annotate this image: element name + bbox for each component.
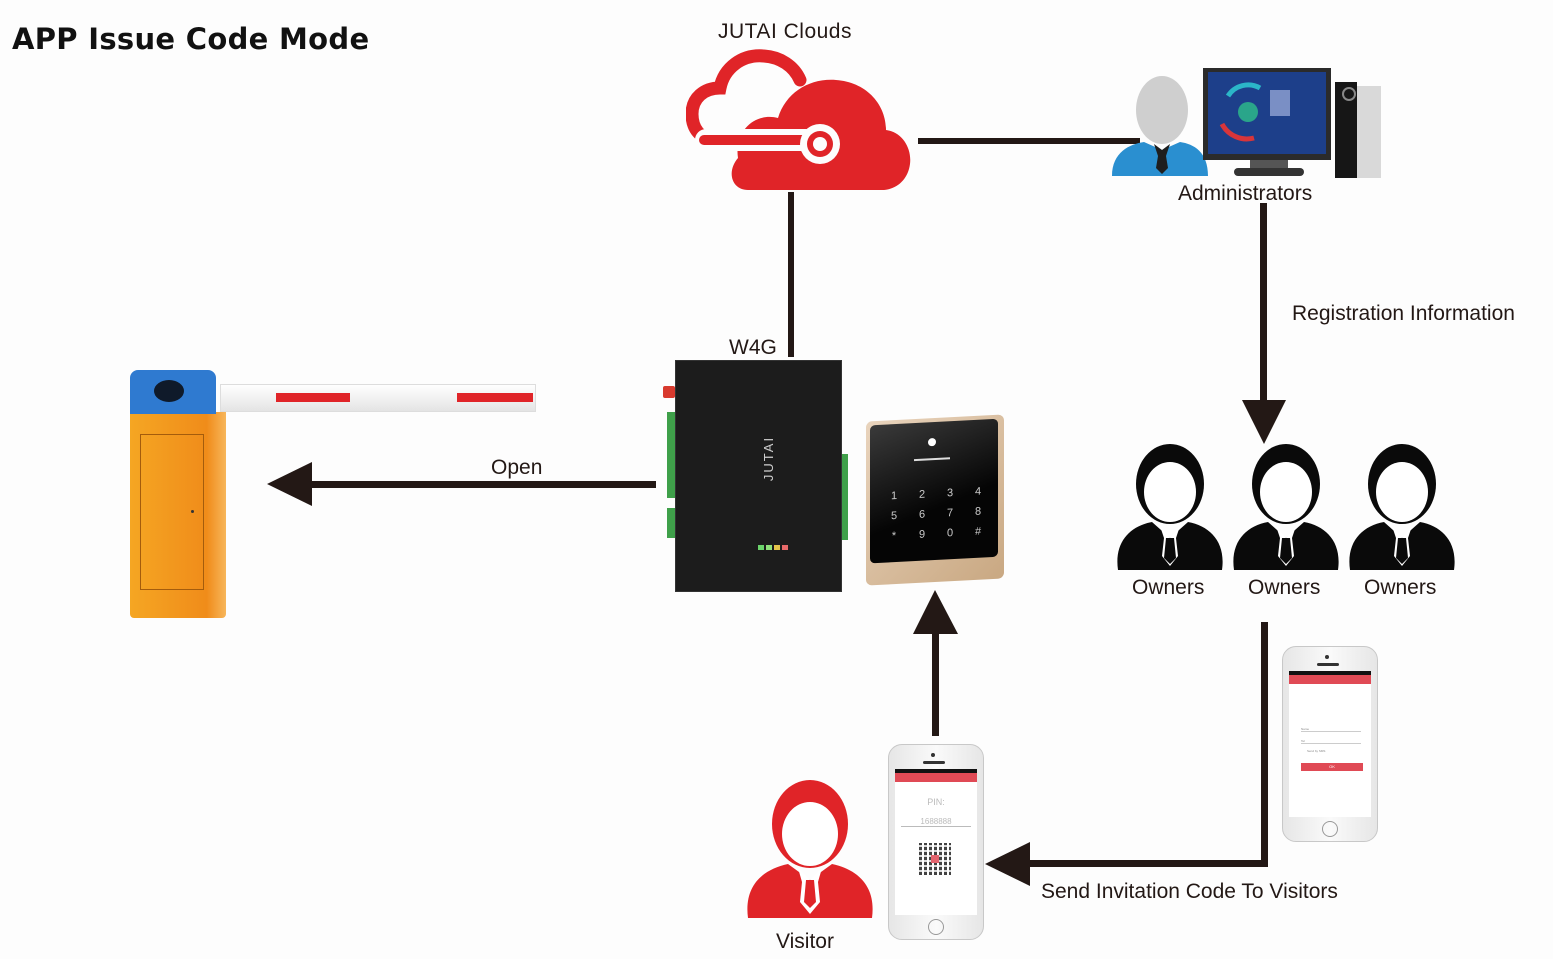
owner-person-icon [1349, 444, 1455, 570]
controller-board-icon: JUTAI [663, 360, 848, 592]
keypad-keys: 1 2 3 4 5 6 7 8 * 9 0 # [880, 485, 992, 543]
administrators-label: Administrators [1178, 182, 1313, 205]
visitor-to-keypad-arrow [913, 590, 958, 736]
owners-group: Owners Owners Owners [1112, 442, 1462, 612]
arm-stripe [276, 393, 350, 402]
phone-camera [931, 753, 935, 757]
terminal-block [838, 454, 848, 540]
phone-speaker [1317, 663, 1339, 666]
controller-label: W4G [729, 336, 777, 359]
card-swipe-line [914, 457, 950, 462]
phone-speaker [923, 761, 945, 764]
barrier-top [130, 370, 216, 414]
cloud-controller-line [788, 192, 794, 357]
owner-person-icon [1117, 444, 1223, 570]
keypad-key: 1 [890, 489, 898, 503]
home-button [1322, 821, 1338, 837]
open-label: Open [491, 456, 543, 479]
visitor-smartphone-icon: PIN: 1688888 [888, 744, 984, 940]
keypad-key: 8 [974, 505, 982, 518]
keypad-key: 4 [974, 485, 982, 498]
led-red [782, 545, 788, 550]
home-button [928, 919, 944, 935]
visitor-person-icon [747, 780, 873, 918]
owner-label: Owners [1248, 576, 1321, 599]
keypad-key: 7 [946, 507, 954, 520]
admin-computer-icon [1112, 68, 1381, 178]
owner-label: Owners [1364, 576, 1437, 599]
card-indicator-icon [928, 437, 936, 447]
keypad-key: 2 [918, 488, 926, 501]
door-lock [191, 510, 194, 513]
sms-checkbox: Send by SMS [1307, 749, 1326, 753]
cabinet-door [140, 434, 204, 590]
visitor-label: Visitor [776, 930, 834, 953]
led-amber [774, 545, 780, 550]
barrier-arm [220, 384, 536, 412]
keypad-reader-icon: 1 2 3 4 5 6 7 8 * 9 0 # [866, 414, 1004, 586]
controller-brand: JUTAI [761, 435, 777, 482]
name-field: Name [1301, 727, 1361, 732]
owner-person-icon [1233, 444, 1339, 570]
barrier-cabinet [130, 412, 226, 618]
barrier-light [154, 380, 184, 402]
owner: Owners [1112, 442, 1228, 599]
led-green [758, 545, 764, 550]
keypad-key: 0 [946, 527, 954, 540]
owner-phone-screen: Name Tel Send by SMS OK [1289, 671, 1371, 817]
keypad-key: 3 [946, 487, 954, 500]
keypad-key: * [891, 530, 897, 543]
cloud-admin-line [918, 138, 1140, 144]
diagram-title: APP Issue Code Mode [12, 22, 370, 56]
keypad-face: 1 2 3 4 5 6 7 8 * 9 0 # [870, 418, 998, 564]
tel-field: Tel [1301, 739, 1361, 744]
owner: Owners [1344, 442, 1460, 599]
cloud-icon [686, 49, 911, 190]
send-invitation-label: Send Invitation Code To Visitors [1041, 880, 1338, 903]
terminal-block [667, 508, 677, 538]
pin-label: PIN: [927, 797, 945, 807]
keypad-key: 9 [918, 528, 926, 541]
terminal-block [667, 412, 677, 498]
led-green [766, 545, 772, 550]
barrier-gate-icon [130, 368, 536, 618]
controller-case: JUTAI [675, 360, 842, 592]
keypad-key: # [974, 525, 982, 538]
registration-arrow [1242, 203, 1286, 444]
send-code-arrow [985, 622, 1268, 886]
owner: Owners [1228, 442, 1344, 599]
keypad-key: 6 [918, 508, 926, 521]
arm-stripe [457, 393, 533, 402]
keypad-key: 5 [890, 509, 898, 523]
registration-information-label: Registration Information [1292, 302, 1515, 325]
owner-smartphone-icon: Name Tel Send by SMS OK [1282, 646, 1378, 842]
qr-code-icon [919, 843, 951, 875]
open-arrow [267, 462, 656, 506]
antenna-connector [663, 386, 675, 398]
ok-button: OK [1301, 763, 1363, 771]
visitor-phone-screen: PIN: 1688888 [895, 769, 977, 915]
owner-label: Owners [1132, 576, 1205, 599]
cloud-label: JUTAI Clouds [718, 20, 852, 43]
pin-value: 1688888 [901, 817, 971, 827]
phone-camera [1325, 655, 1329, 659]
